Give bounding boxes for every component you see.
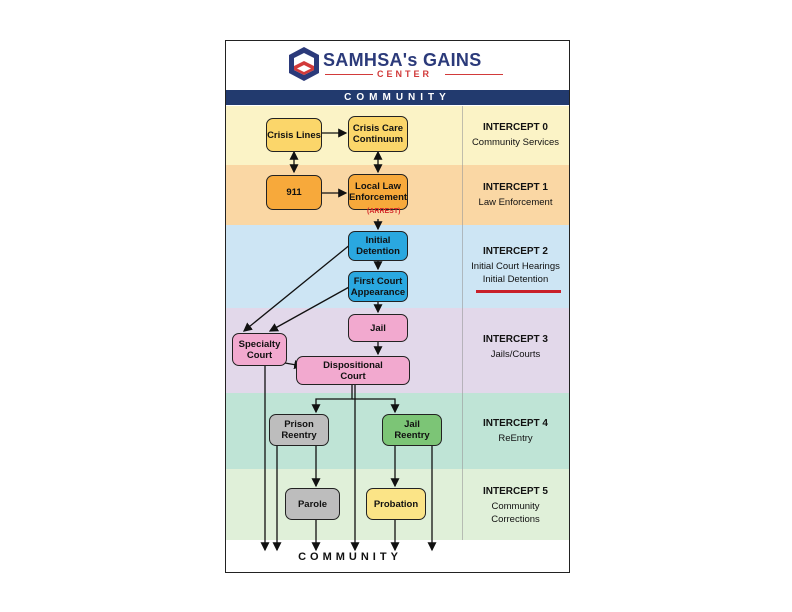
- node-specialty-court: Specialty Court: [232, 333, 287, 366]
- intercept-0-line: Community Services: [471, 137, 560, 148]
- intercept-column-divider: [462, 106, 463, 540]
- arrest-label: (ARREST): [367, 208, 401, 215]
- intercept-2-line-2: Initial Detention: [482, 274, 549, 285]
- intercept-3-title: INTERCEPT 3: [482, 334, 548, 345]
- intercept-2-title: INTERCEPT 2: [482, 246, 548, 257]
- node-crisis-lines: Crisis Lines: [266, 118, 322, 152]
- node-911: 911: [266, 175, 322, 210]
- intercept-0-title: INTERCEPT 0: [482, 122, 548, 133]
- node-jail-reentry: Jail Reentry: [382, 414, 442, 446]
- community-top-bar: COMMUNITY: [226, 90, 569, 105]
- node-jail: Jail: [348, 314, 408, 342]
- intercept-1-line: Law Enforcement: [478, 197, 553, 208]
- node-initial-detention: Initial Detention: [348, 231, 408, 261]
- node-local-law-enforcement: Local Law Enforcement: [348, 174, 408, 210]
- logo-title: SAMHSA's GAINS: [323, 50, 482, 70]
- arrow-dispositional-to-prison-reentry: [311, 385, 353, 414]
- logo-rule-right: [445, 74, 503, 75]
- node-probation: Probation: [366, 488, 426, 520]
- arrow-first-court-to-specialty: [268, 285, 352, 332]
- logo-subtitle: CENTER: [377, 69, 433, 79]
- community-bottom-label: COMMUNITY: [298, 551, 402, 563]
- node-first-court-appearance: First Court Appearance: [348, 271, 408, 302]
- intercept-2-line-1: Initial Court Hearings: [471, 261, 560, 272]
- intercept-4-title: INTERCEPT 4: [482, 418, 548, 429]
- intercept-5-line-1: Community: [491, 501, 540, 512]
- node-parole: Parole: [285, 488, 340, 520]
- node-prison-reentry: Prison Reentry: [269, 414, 329, 446]
- node-dispositional-court: Dispositional Court: [296, 356, 410, 385]
- intercept-4-line: ReEntry: [498, 433, 533, 444]
- node-crisis-care-continuum: Crisis Care Continuum: [348, 116, 408, 152]
- intercept-5-title: INTERCEPT 5: [482, 486, 548, 497]
- intercept-5-line-2: Corrections: [491, 514, 540, 525]
- samhsa-gains-logo: SAMHSA's GAINS CENTER: [285, 44, 555, 84]
- intercept-1-title: INTERCEPT 1: [482, 182, 548, 193]
- arrow-detention-to-specialty: [242, 243, 352, 332]
- logo-rule-left: [325, 74, 373, 75]
- intercept-3-line: Jails/Courts: [490, 349, 541, 360]
- intercept-2-highlight-underline: [476, 290, 561, 293]
- arrow-dispositional-to-jail-reentry: [352, 398, 400, 414]
- hexagon-logo-icon: [289, 47, 319, 81]
